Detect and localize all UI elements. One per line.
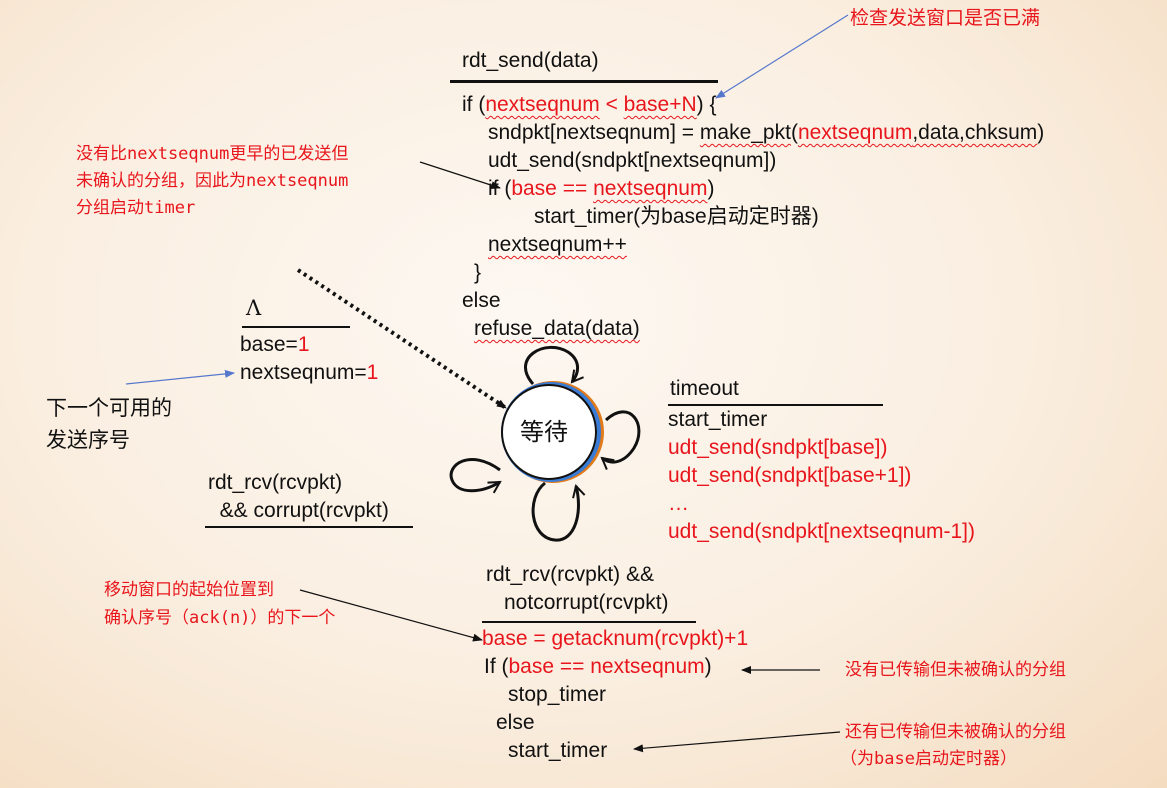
cond-base-n: base+N	[623, 93, 697, 116]
move-window-note-2: 确认序号（ack(n)）的下一个	[104, 608, 336, 628]
nextseqnum: nextseqnum	[593, 177, 708, 200]
corrupt-event-2: && corrupt(rcvpkt)	[208, 499, 389, 522]
some-outstanding-arrow	[633, 731, 841, 753]
next-value: 1	[366, 361, 379, 384]
arg-nextseqnum: nextseqnum	[797, 121, 913, 144]
init-base-line: base=1	[240, 331, 310, 359]
assign: sndpkt[nextseqnum] =	[488, 121, 700, 144]
base-label: base=	[240, 333, 298, 356]
send-refuse-line: refuse_data(data)	[474, 317, 640, 340]
rcv-base-update: base = getacknum(rcvpkt)+1	[482, 627, 749, 650]
next-seq-arrow	[125, 369, 235, 385]
corrupt-self-loop	[449, 458, 500, 490]
corrupt-guard-rule	[205, 526, 413, 528]
kw-close: ) {	[696, 93, 717, 116]
move-window-arrow	[299, 589, 483, 642]
timeout-ellipsis: …	[668, 492, 689, 515]
kw: if (	[488, 177, 512, 200]
kw: If (	[484, 655, 509, 678]
next-seq-note-2: 发送序号	[46, 428, 130, 452]
window-check-note: 检查发送窗口是否已满	[850, 7, 1041, 29]
send-increment-line: nextseqnum++	[488, 233, 627, 256]
paren: )	[707, 177, 715, 200]
send-self-loop	[524, 346, 577, 385]
init-lambda: Λ	[246, 296, 262, 320]
makepkt: make_pkt	[699, 121, 791, 144]
rcv-event-2: notcorrupt(rcvpkt)	[504, 591, 669, 614]
send-event: rdt_send(data)	[462, 49, 599, 72]
timeout-start-timer: start_timer	[668, 408, 768, 431]
paren-close: )	[1037, 121, 1045, 144]
wait-state-circle	[501, 384, 597, 480]
cond-op: <	[599, 93, 624, 116]
rcv-if-line: If (base == nextseqnum)	[484, 653, 712, 681]
timeout-resend-base1: udt_send(sndpkt[base+1])	[668, 464, 912, 487]
rcv-event-1: rdt_rcv(rcvpkt) &&	[486, 563, 655, 586]
timeout-resend-last: udt_send(sndpkt[nextseqnum-1])	[668, 520, 976, 543]
cond: base == nextseqnum	[508, 655, 705, 678]
timeout-self-loop	[602, 410, 641, 462]
some-outstanding-note-2: （为base启动定时器）	[840, 749, 1017, 769]
send-start-timer-line: start_timer(为base启动定时器)	[534, 205, 819, 228]
none-outstanding-note: 没有已传输但未被确认的分组	[845, 660, 1066, 680]
send-else: else	[462, 289, 501, 312]
base-value: 1	[297, 333, 310, 356]
timer-start-note-1: 没有比nextseqnum更早的已发送但	[76, 144, 349, 164]
rcv-guard-rule	[482, 621, 696, 623]
rcv-start-timer: start_timer	[508, 739, 608, 762]
send-if-base-line: if (base == nextseqnum)	[488, 175, 714, 203]
rcv-else: else	[496, 711, 535, 734]
timer-start-note-3: 分组启动timer	[76, 198, 196, 218]
rcv-stop-timer: stop_timer	[508, 683, 607, 706]
timeout-guard-rule	[668, 404, 883, 406]
base-eq: base ==	[511, 177, 594, 200]
next-seq-note-1: 下一个可用的	[46, 396, 172, 420]
some-outstanding-note-1: 还有已传输但未被确认的分组	[845, 722, 1066, 742]
args-rest: ,data,chksum	[912, 121, 1038, 144]
init-guard-rule	[242, 326, 350, 328]
timer-start-note-2: 未确认的分组，因此为nextseqnum	[76, 171, 349, 191]
paren: )	[704, 655, 712, 678]
send-if-line: if (nextseqnum < base+N) {	[462, 91, 716, 119]
timeout-event: timeout	[670, 377, 739, 400]
paren-open: (	[790, 121, 798, 144]
send-guard-rule	[450, 80, 718, 83]
send-udt-line: udt_send(sndpkt[nextseqnum])	[488, 149, 777, 172]
move-window-note-1: 移动窗口的起始位置到	[104, 580, 274, 600]
timeout-resend-base: udt_send(sndpkt[base])	[668, 436, 888, 459]
rcv-self-loop	[531, 481, 578, 542]
corrupt-event-1: rdt_rcv(rcvpkt)	[208, 471, 343, 494]
send-close-brace: }	[474, 261, 482, 284]
send-makepkt-line: sndpkt[nextseqnum] = make_pkt(nextseqnum…	[488, 119, 1044, 147]
init-next-line: nextseqnum=1	[240, 359, 378, 387]
cond-nextseqnum: nextseqnum	[485, 93, 600, 116]
next-label: nextseqnum=	[240, 361, 367, 384]
kw: if (	[462, 93, 486, 116]
timer-start-arrow	[419, 161, 501, 190]
wait-state-label: 等待	[520, 418, 568, 446]
window-check-arrow	[715, 14, 849, 99]
